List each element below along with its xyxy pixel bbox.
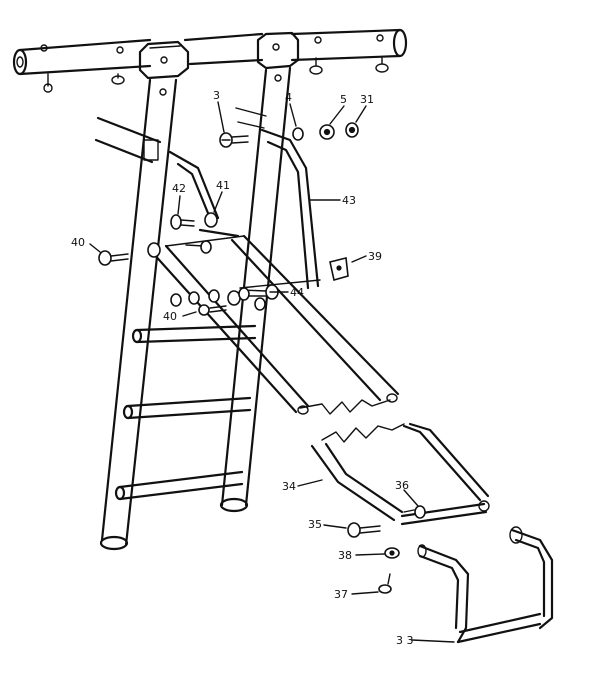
top-bar xyxy=(12,28,408,93)
part-label-44: 44 xyxy=(290,286,304,299)
part-label-31: 31 xyxy=(360,93,374,106)
part-label-3: 3 xyxy=(213,89,220,102)
part-label-4: 4 xyxy=(285,91,292,104)
slide-lower-section xyxy=(310,422,490,526)
part-label-5: 5 xyxy=(340,93,347,106)
slide-upper-frame xyxy=(168,128,320,290)
part-label-39: 39 xyxy=(368,250,382,263)
part-labels: 3 4 5 31 42 41 43 40 39 44 40 34 36 35 3… xyxy=(71,89,414,647)
part-label-33: 3 3 xyxy=(396,634,414,647)
step-bar xyxy=(417,526,554,644)
part-label-36: 36 xyxy=(395,479,409,492)
part-label-40-upper: 40 xyxy=(71,236,85,249)
ladder-rungs xyxy=(114,324,257,501)
part-label-40-lower: 40 xyxy=(163,310,177,323)
part-label-37: 37 xyxy=(334,588,348,601)
part-label-34: 34 xyxy=(282,480,296,493)
part-label-42: 42 xyxy=(172,182,186,195)
part-label-41: 41 xyxy=(216,179,230,192)
part-label-43: 43 xyxy=(342,194,356,207)
leader-lines xyxy=(89,101,455,643)
slide-bed xyxy=(150,234,400,415)
part-label-35: 35 xyxy=(308,518,322,531)
part-label-38: 38 xyxy=(338,549,352,562)
hardware-parts xyxy=(98,122,426,594)
